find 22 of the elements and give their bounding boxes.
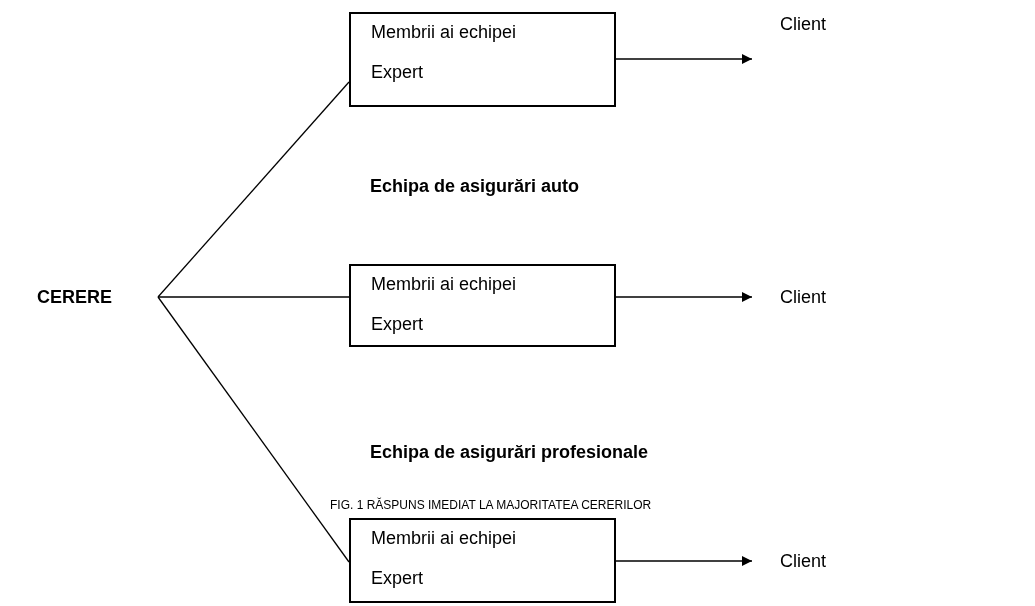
figure-caption: FIG. 1 RĂSPUNS IMEDIAT LA MAJORITATEA CERERILOR <box>330 498 652 512</box>
client-label: Client <box>780 286 827 308</box>
team-box <box>349 12 616 107</box>
role-text: Expert <box>371 62 424 83</box>
team-heading: Membrii ai echipei <box>371 274 517 295</box>
team-heading: Membrii ai echipei <box>371 22 517 43</box>
arrow <box>615 292 753 302</box>
team-box <box>349 264 616 347</box>
team-box <box>349 518 616 603</box>
team-name: Echipa de asigurări auto <box>370 176 580 197</box>
role-text: Expert <box>371 314 424 335</box>
arrow <box>615 54 753 64</box>
client-label: Client <box>780 550 827 572</box>
role-text: Expert <box>371 568 424 589</box>
request-label: CERERE <box>37 286 112 308</box>
arrow <box>615 556 753 566</box>
connector-line <box>157 296 350 298</box>
client-label: Client <box>780 13 827 35</box>
team-name: Echipa de asigurări profesionale <box>370 442 649 463</box>
connector-line <box>157 296 350 563</box>
connector-line <box>157 81 350 298</box>
team-heading: Membrii ai echipei <box>371 528 517 549</box>
